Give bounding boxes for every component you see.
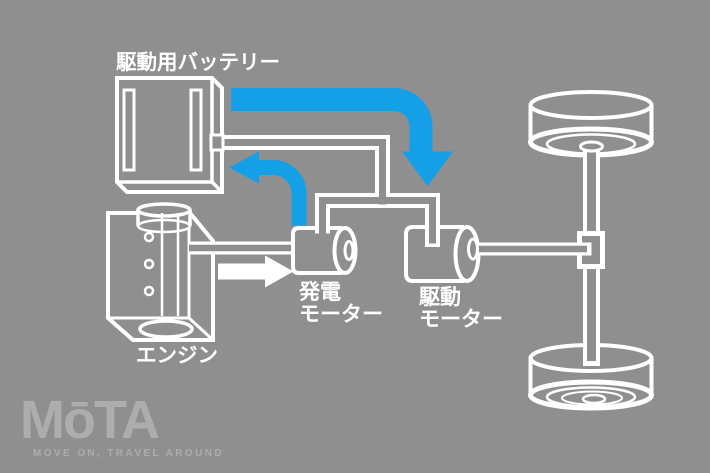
generator-label-line1: 発電 (298, 281, 341, 304)
wheel-rim-ring (545, 386, 637, 408)
drive-motor-label-line2: モーター (419, 308, 503, 331)
engine-bolt (143, 231, 155, 243)
wheel-hub (579, 140, 604, 153)
engine-oil-pan (138, 319, 194, 339)
arrowhead-left-icon (229, 151, 259, 184)
engine-to-generator-arrow (218, 255, 294, 288)
drive-motor-label-line1: 駆動 (419, 286, 461, 309)
drive-shaft (467, 237, 592, 261)
engine-bolt (143, 285, 155, 297)
rear-wheel (528, 343, 654, 411)
generator-motor (291, 226, 358, 275)
engine-air-intake (136, 202, 192, 218)
battery-cable-connector (209, 133, 225, 152)
engine (106, 202, 215, 342)
generator-label-line2: モーター (299, 303, 383, 326)
mota-tagline: MOVE ON, TRAVEL AROUND (33, 448, 224, 459)
engine-label: エンジン (136, 344, 218, 367)
mota-logo: MōTA MOVE ON, TRAVEL AROUND (20, 390, 224, 459)
battery-cell-slot (189, 88, 203, 172)
engine-bolt (143, 258, 155, 270)
generator-shaft-boss (343, 240, 355, 261)
mota-wordmark: MōTA (20, 390, 159, 450)
battery-to-drive-motor-arrow (231, 88, 453, 186)
drive-battery (115, 76, 224, 194)
wheel-rim-ring (561, 390, 623, 406)
arrowhead-down-icon (402, 151, 453, 186)
drive-motor-shaft-boss (467, 237, 479, 261)
power-cables (209, 133, 440, 247)
wheel-hub (581, 393, 607, 405)
generator-to-battery-arrow (229, 151, 307, 226)
battery-cell-slot (122, 88, 136, 172)
battery-label: 駆動用バッテリー (116, 51, 280, 74)
